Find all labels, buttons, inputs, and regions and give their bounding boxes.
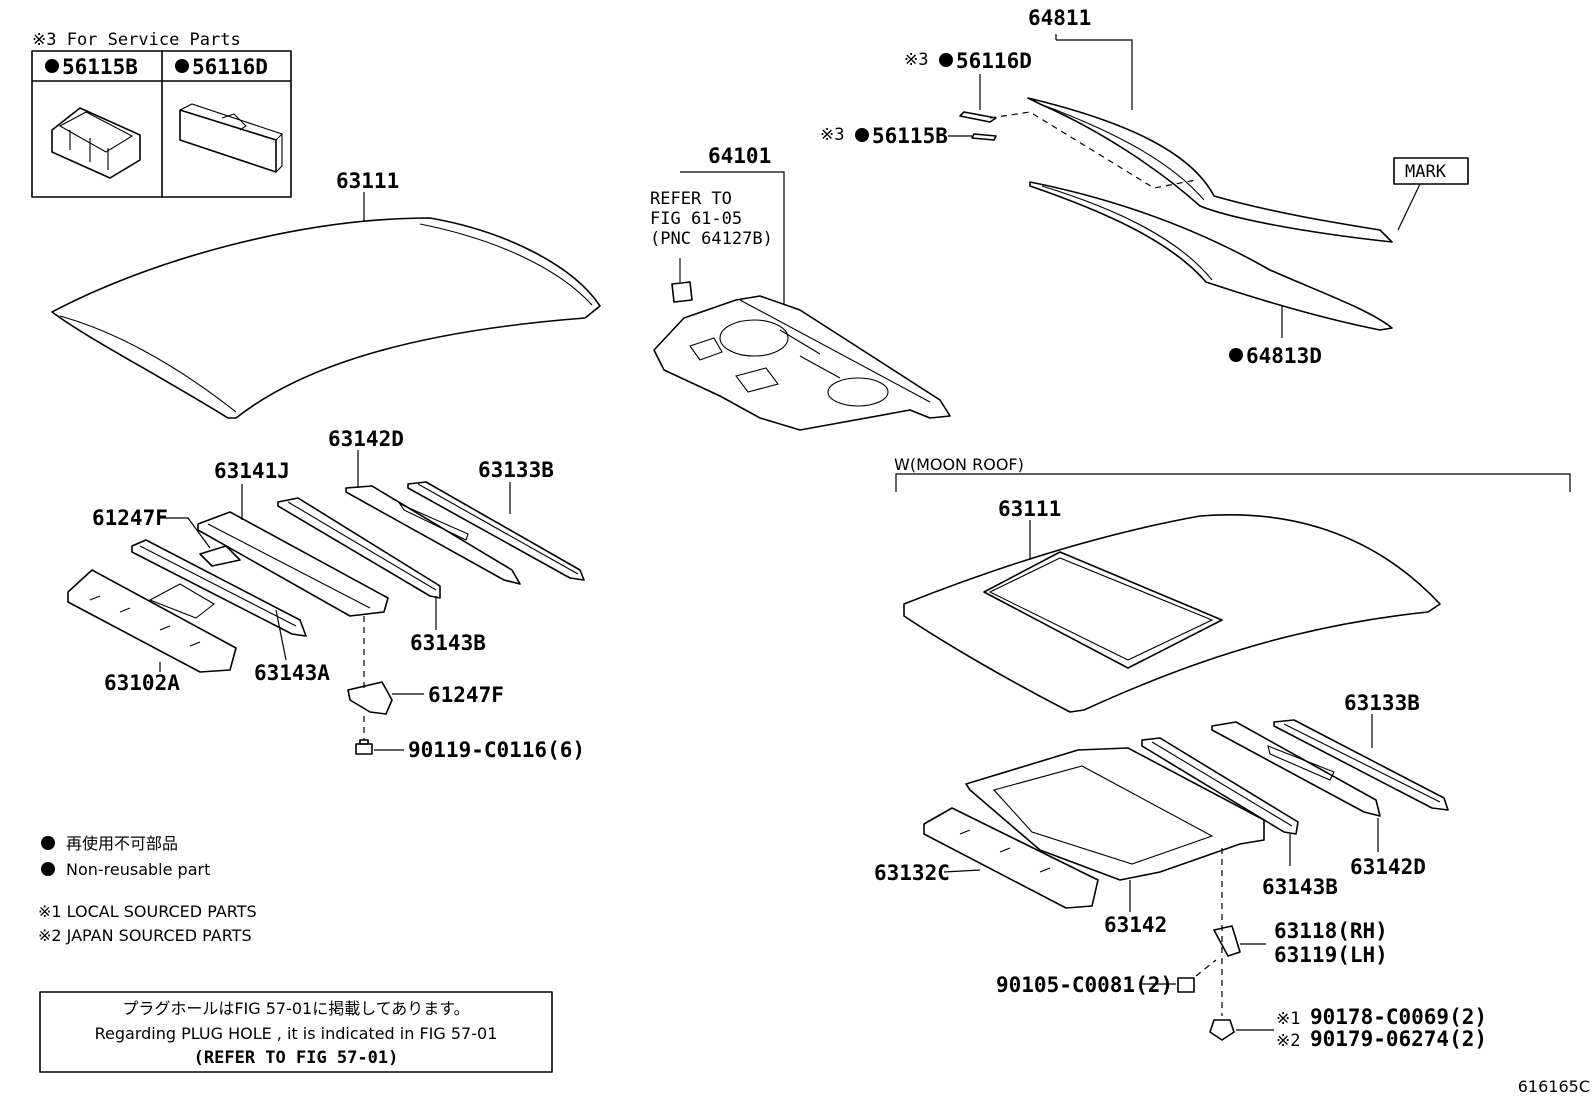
label-63143b: 63143B (410, 631, 486, 655)
label-90105: 90105-C0081(2) (996, 973, 1173, 997)
roof-bow-63143a: 63143A (131, 539, 330, 685)
non-reusable-dot-icon (175, 59, 189, 73)
label-63141j: 63141J (214, 459, 290, 483)
moon-roof-section: W(MOON ROOF) 63111 63142 63132C 63143B 6… (874, 455, 1571, 1051)
note-line-1: プラグホールはFIG 57-01に掲載してあります。 (122, 999, 469, 1018)
legend-en: Non-reusable part (66, 860, 210, 879)
legend-jp: 再使用不可部品 (66, 834, 178, 853)
mark-box (1393, 157, 1469, 185)
label-64813d: 64813D (1246, 344, 1322, 368)
label-63143b-moon: 63143B (1262, 875, 1338, 899)
non-reusable-dot-icon (41, 862, 55, 876)
label-56116d: 56116D (956, 49, 1032, 73)
label-63111: 63111 (336, 169, 399, 193)
roof-bow-63143b-left: 63143B (277, 497, 486, 655)
label-63111-moon: 63111 (998, 497, 1061, 521)
non-reusable-dot-icon (855, 128, 869, 142)
label-63142d-moon: 63142D (1350, 855, 1426, 879)
legend-note-1: ※1 LOCAL SOURCED PARTS (38, 902, 257, 921)
label-63119: 63119(LH) (1274, 943, 1388, 967)
seal-56116d-drawing (179, 103, 284, 173)
label-63133b: 63133B (478, 458, 554, 482)
label-63132c: 63132C (874, 861, 950, 885)
roof-panel-63111: 63111 (51, 169, 601, 419)
label-63142: 63142 (1104, 913, 1167, 937)
clip-56115b-drawing (51, 107, 141, 179)
note-line-2: Regarding PLUG HOLE , it is indicated in… (95, 1024, 498, 1043)
legend: 再使用不可部品 Non-reusable part ※1 LOCAL SOURC… (38, 834, 257, 945)
refer-line-1: REFER TO (650, 189, 732, 209)
non-reusable-dot-icon (939, 53, 953, 67)
label-63143a: 63143A (254, 661, 330, 685)
roof-bow-63102a: 63102A (67, 569, 237, 695)
prefix-56116d: ※3 (904, 50, 928, 70)
non-reusable-dot-icon (1229, 348, 1243, 362)
label-56115b: 56115B (872, 124, 948, 148)
label-61247f-top: 61247F (92, 506, 211, 549)
non-reusable-dot-icon (41, 836, 55, 850)
legend-note-2: ※2 JAPAN SOURCED PARTS (38, 926, 252, 945)
service-box-title: ※3 For Service Parts (32, 30, 241, 50)
prefix-90178: ※1 (1276, 1009, 1300, 1029)
refer-line-3: (PNC 64127B) (650, 229, 773, 249)
service-col2-label: 56116D (192, 55, 268, 79)
non-reusable-dot-icon (45, 59, 59, 73)
roof-bow-63142d-left: 63142D (328, 427, 521, 585)
back-window-64811: 64811 ※3 56116D ※3 56115B MARK 64813D (820, 6, 1469, 368)
bracket-61247f-bottom: 61247F 90119-C0116(6) (347, 616, 585, 762)
label-90178: 90178-C0069(2) (1310, 1005, 1487, 1029)
label-64101: 64101 (708, 144, 771, 168)
label-mark: MARK (1405, 162, 1447, 182)
prefix-56115b: ※3 (820, 125, 844, 145)
prefix-90179: ※2 (1276, 1031, 1300, 1051)
plug-hole-note-box: プラグホールはFIG 57-01に掲載してあります。 Regarding PLU… (39, 991, 553, 1073)
label-63142d: 63142D (328, 427, 404, 451)
moon-roof-title: W(MOON ROOF) (894, 455, 1024, 474)
service-col1-label: 56115B (62, 55, 138, 79)
package-tray-64101: 64101 REFER TO FIG 61-05 (PNC 64127B) (650, 144, 951, 431)
service-parts-box: ※3 For Service Parts 56115B 56116D (31, 30, 292, 198)
label-63102a: 63102A (104, 671, 180, 695)
roof-bow-63141j: 63141J (197, 459, 389, 617)
label-63118: 63118(RH) (1274, 919, 1388, 943)
label-63133b-moon: 63133B (1344, 691, 1420, 715)
note-line-3: (REFER TO FIG 57-01) (194, 1048, 399, 1068)
label-64811: 64811 (1028, 6, 1091, 30)
label-61247f-b: 61247F (428, 683, 504, 707)
figure-id: 616165C (1518, 1077, 1590, 1096)
label-61247f: 61247F (92, 506, 168, 530)
refer-line-2: FIG 61-05 (650, 209, 742, 229)
label-90119: 90119-C0116(6) (408, 738, 585, 762)
label-90179: 90179-06274(2) (1310, 1027, 1487, 1051)
roof-bow-63133b-left: 63133B (407, 458, 585, 581)
